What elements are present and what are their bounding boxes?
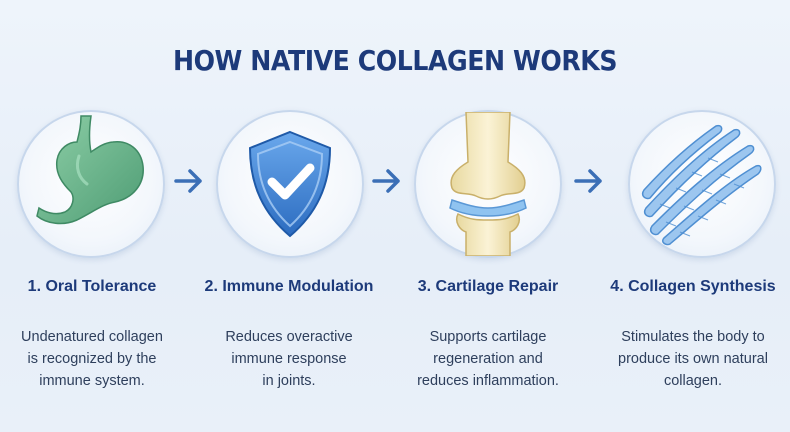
arrow-right-icon <box>574 169 602 193</box>
stomach-icon <box>36 115 144 225</box>
step-4-desc-line: collagen. <box>663 373 723 389</box>
page-title: HOW NATIVE COLLAGEN WORKS <box>172 44 618 77</box>
step-4-illustration <box>628 110 776 258</box>
knee-joint-icon <box>449 112 527 256</box>
step-2-desc-line: Reduces overactive <box>225 329 353 345</box>
step-1-illustration <box>17 110 165 258</box>
step-4-desc-line: produce its own natural <box>618 351 768 367</box>
shield-check-icon <box>248 130 332 238</box>
step-2-title: 2. Immune Modulation <box>204 278 374 295</box>
step-3-description: Supports cartilage regeneration and redu… <box>393 326 583 392</box>
step-4-title: 4. Collagen Synthesis <box>610 278 776 295</box>
arrow-right-icon <box>372 169 400 193</box>
step-1-desc-line: is recognized by the <box>27 351 157 367</box>
step-3-illustration <box>414 110 562 258</box>
collagen-fibers-icon <box>641 124 762 246</box>
step-3-desc-line: reduces inflammation. <box>417 373 559 389</box>
step-4-description: Stimulates the body to produce its own n… <box>598 326 788 392</box>
step-2-desc-line: immune response <box>231 351 347 367</box>
step-3-desc-line: regeneration and <box>433 351 543 367</box>
step-3-title: 3. Cartilage Repair <box>417 278 559 295</box>
step-1-title: 1. Oral Tolerance <box>27 278 157 295</box>
step-1-description: Undenatured collagen is recognized by th… <box>0 326 187 392</box>
step-1-desc-line: Undenatured collagen <box>21 329 163 345</box>
arrow-right-icon <box>174 169 202 193</box>
step-1-desc-line: immune system. <box>39 373 145 389</box>
step-4-desc-line: Stimulates the body to <box>621 329 765 345</box>
step-3-desc-line: Supports cartilage <box>429 329 547 345</box>
step-2-description: Reduces overactive immune response in jo… <box>194 326 384 392</box>
step-2-illustration <box>216 110 364 258</box>
step-2-desc-line: in joints. <box>262 373 316 389</box>
